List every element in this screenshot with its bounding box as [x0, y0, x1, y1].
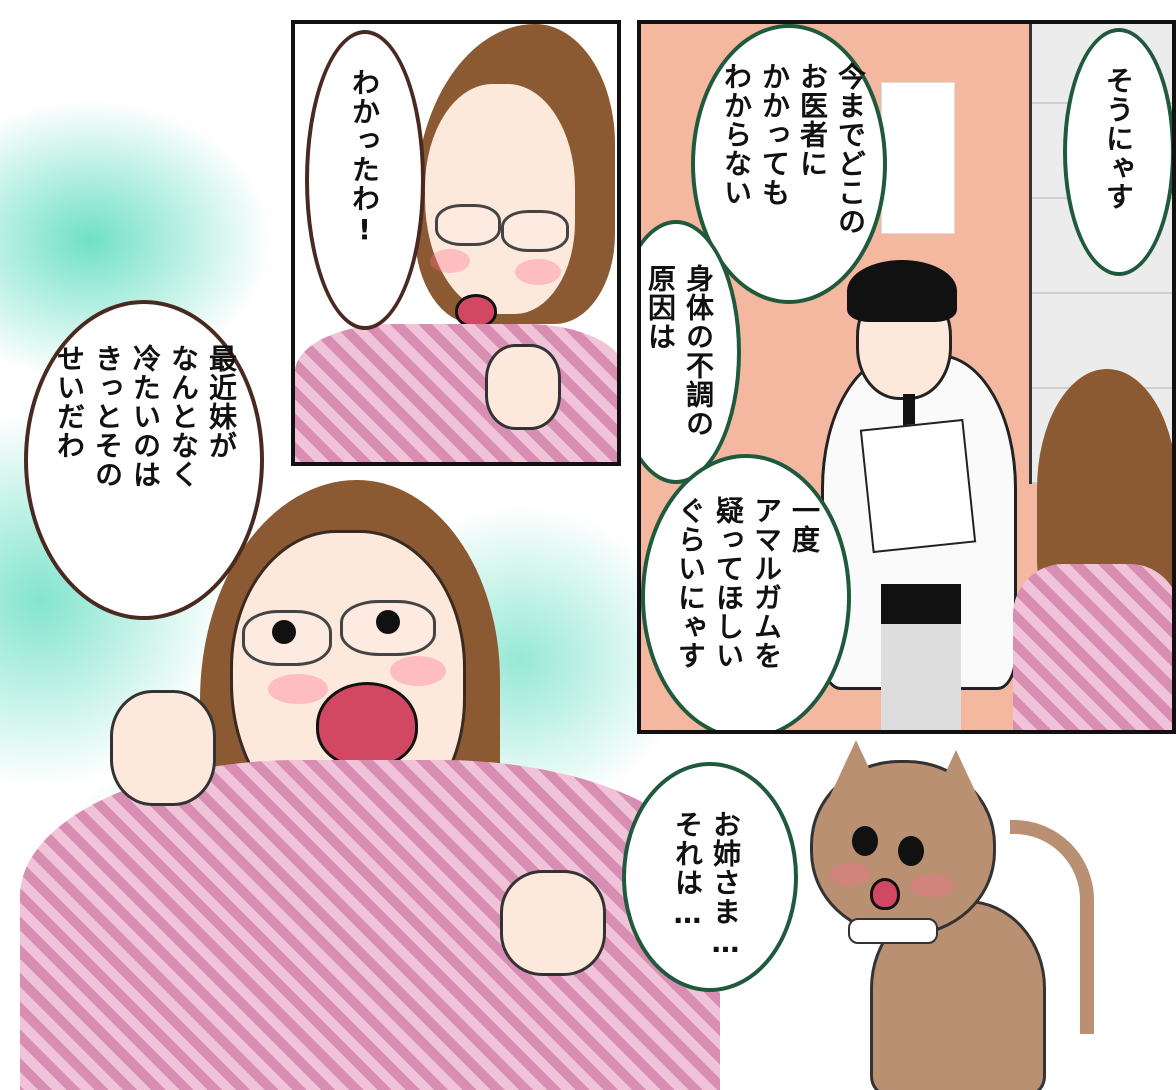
speech-text: 身体の不調の 原因は	[644, 264, 715, 438]
tooth-collar-icon	[848, 918, 938, 944]
cat-tail	[1010, 820, 1094, 1034]
glasses-left-large	[242, 610, 332, 666]
fist	[485, 344, 561, 430]
patient-blouse	[1013, 564, 1172, 730]
cheek	[430, 249, 470, 273]
speech-text: 最近妹が なんとなく 冷たいのは きっとその せいだわ	[53, 344, 238, 489]
cat-eye	[898, 836, 924, 866]
speech-text: 一度 アマルガムを 疑ってほしい ぐらいにゃす	[674, 496, 821, 670]
cat-ear-left	[830, 740, 882, 796]
speech-text: 今までどこの お医者に かかっても わからない	[720, 62, 867, 236]
glasses-left	[435, 204, 501, 246]
eye	[272, 620, 296, 644]
speech-bubble-souninyasu: そうにゃす	[1063, 28, 1172, 276]
cat-cheek	[910, 874, 954, 898]
cheek	[515, 259, 561, 285]
cat-mouth	[870, 878, 900, 910]
cheek	[268, 674, 328, 704]
panel-clinic: そうにゃす 今までどこの お医者に かかっても わからない 身体の不調の 原因は…	[637, 20, 1176, 734]
cheek	[390, 656, 446, 686]
eye	[376, 610, 400, 634]
woman-blouse	[295, 324, 617, 462]
cat-ear-right	[930, 750, 982, 806]
speech-text: お姉さま… それは…	[671, 810, 742, 960]
woman-mouth-large	[316, 682, 418, 768]
tabby-cat	[790, 740, 1120, 1090]
cat-cheek	[830, 862, 870, 886]
woman-face	[425, 84, 575, 314]
panel-woman-glasses: わかったわ!	[291, 20, 621, 466]
cat-eye	[852, 826, 878, 856]
speech-bubble-sister: 最近妹が なんとなく 冷たいのは きっとその せいだわ	[24, 300, 264, 620]
woman-mouth	[455, 294, 497, 328]
lower-fist	[500, 870, 606, 976]
speech-bubble-amalgam: 一度 アマルガムを 疑ってほしい ぐらいにゃす	[641, 454, 851, 730]
speech-bubble-oneesama: お姉さま… それは…	[622, 762, 798, 992]
stool	[881, 584, 961, 730]
medical-chart	[859, 418, 977, 554]
speech-bubble-history: 今までどこの お医者に かかっても わからない	[691, 24, 887, 304]
glasses-right	[501, 210, 569, 252]
woman-shouting	[0, 460, 760, 1090]
speech-text: わかったわ!	[348, 68, 381, 247]
speech-bubble-wakatta: わかったわ!	[305, 30, 425, 330]
woman-blouse-large	[20, 760, 720, 1090]
speech-text: そうにゃす	[1102, 66, 1135, 211]
raised-fist	[110, 690, 216, 806]
doctor-hair	[847, 260, 957, 322]
wall-poster	[881, 82, 955, 234]
